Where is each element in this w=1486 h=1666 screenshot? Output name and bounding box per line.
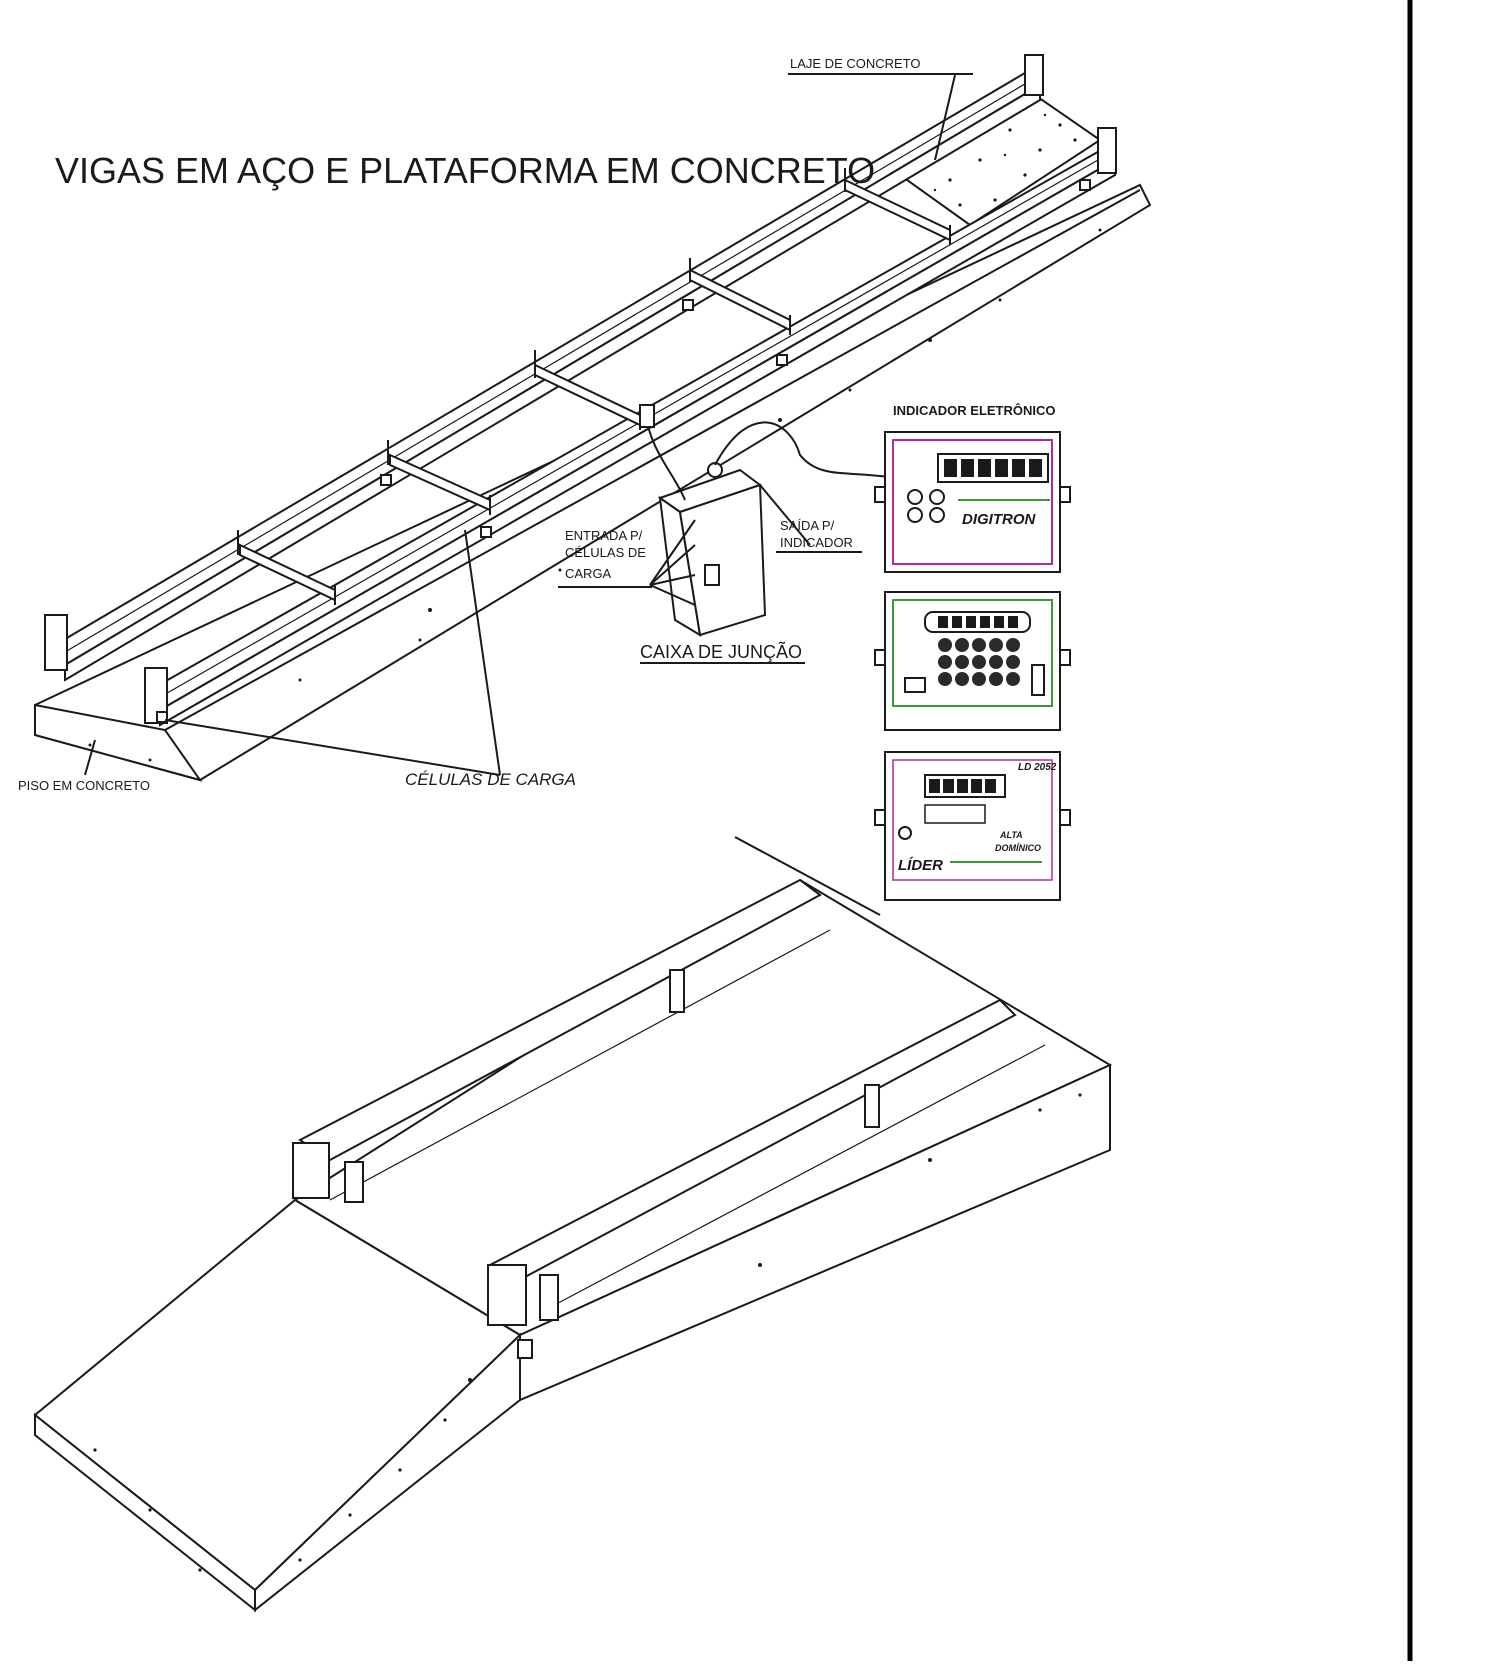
label-saida-1: SAÍDA P/ xyxy=(780,518,835,533)
label-piso-concreto: PISO EM CONCRETO xyxy=(18,778,150,793)
brand-digitron: DIGITRON xyxy=(962,511,1036,528)
rail-end-post xyxy=(292,1142,330,1199)
label-entrada-2: CÉLULAS DE xyxy=(565,545,646,560)
junction-leaders xyxy=(84,74,956,776)
indicator-digitron xyxy=(874,431,1071,573)
junction-box xyxy=(657,462,767,637)
load-cell-feet xyxy=(156,179,1091,723)
label-celulas-carga: CÉLULAS DE CARGA xyxy=(405,770,576,789)
brand-lider: LÍDER xyxy=(898,857,943,874)
indicator-keypad xyxy=(874,591,1071,731)
label-entrada-3: CARGA xyxy=(565,566,612,581)
label-caixa-juncao: CAIXA DE JUNÇÃO xyxy=(640,641,802,662)
label-laje-concreto: LAJE DE CONCRETO xyxy=(790,56,921,71)
label-entrada-1: ENTRADA P/ xyxy=(565,528,643,543)
top-scale-drawing xyxy=(34,54,1152,782)
lider-model: LD 2052 xyxy=(1018,762,1057,773)
lider-text-2: DOMÍNICO xyxy=(995,843,1041,853)
bottom-ramp-drawing xyxy=(33,836,1113,1613)
lider-text-1: ALTA xyxy=(999,830,1023,840)
indicator-lider xyxy=(874,751,1071,901)
label-saida-2: INDICADOR xyxy=(780,535,853,550)
ramp-load-cell xyxy=(517,1339,533,1359)
end-plate xyxy=(44,614,68,671)
label-indicador-eletronico: INDICADOR ELETRÔNICO xyxy=(893,403,1056,418)
diagram-title: VIGAS EM AÇO E PLATAFORMA EM CONCRETO xyxy=(55,150,875,191)
